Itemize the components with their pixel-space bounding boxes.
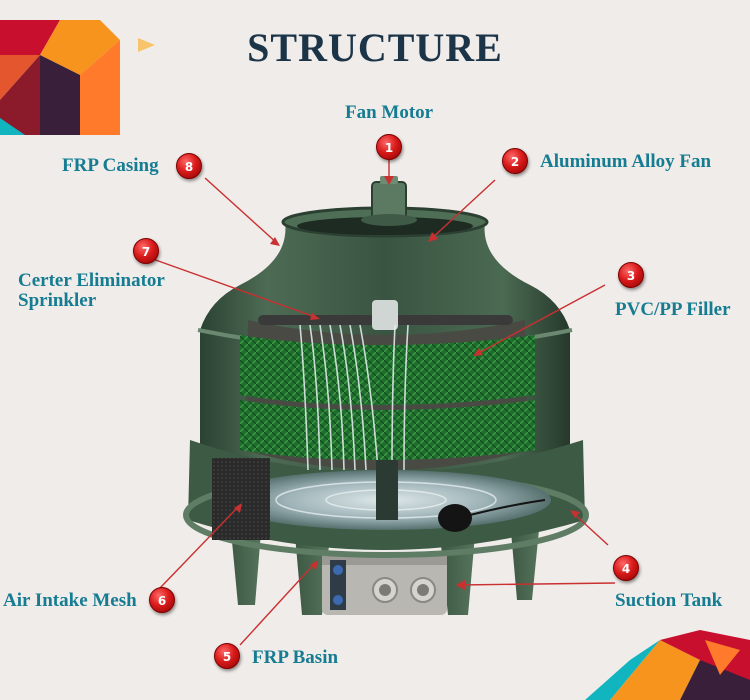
leader-line-2: [429, 179, 496, 241]
leader-line-8: [204, 177, 279, 245]
tower-cutaway: [221, 300, 551, 532]
badge-part-5: 5: [214, 643, 240, 669]
badge-part-7: 7: [133, 238, 159, 264]
leader-line-4b: [457, 582, 616, 586]
badge-part-2: 2: [502, 148, 528, 174]
label-frp-basin: FRP Basin: [252, 647, 339, 668]
label-fan-motor: Fan Motor: [345, 102, 434, 123]
badge-part-6: 6: [149, 587, 175, 613]
badge-part-4: 4: [613, 555, 639, 581]
badge-part-3: 3: [618, 262, 644, 288]
label-eliminator-line-1: Certer Eliminator: [18, 270, 165, 291]
leader-line-5: [239, 561, 317, 646]
label-eliminator-line-2: Sprinkler: [18, 290, 97, 311]
corner-decoration-bottom-right: [585, 630, 750, 700]
corner-decoration-top-left: [0, 20, 155, 135]
badge-part-1: 1: [376, 134, 402, 160]
label-air-intake-mesh: Air Intake Mesh: [3, 590, 137, 611]
air-intake-mesh-panel: [212, 458, 270, 540]
basin-box: [322, 555, 447, 615]
leader-line-7: [149, 257, 319, 319]
label-eliminator-sprinkler: Certer Eliminator Sprinkler: [18, 271, 165, 311]
leader-lines: [149, 160, 616, 646]
page-title: STRUCTURE: [247, 25, 503, 70]
label-suction-tank: Suction Tank: [615, 590, 723, 611]
badge-part-8: 8: [176, 153, 202, 179]
leader-line-4: [571, 511, 609, 546]
fan-motor: [361, 176, 417, 226]
label-pvc-pp-filler: PVC/PP Filler: [615, 299, 731, 320]
leader-line-6: [159, 504, 241, 589]
label-aluminum-alloy-fan: Aluminum Alloy Fan: [540, 151, 712, 172]
leader-line-3: [474, 284, 606, 356]
label-frp-casing: FRP Casing: [62, 155, 159, 176]
leader-arrowheads: [234, 176, 580, 590]
